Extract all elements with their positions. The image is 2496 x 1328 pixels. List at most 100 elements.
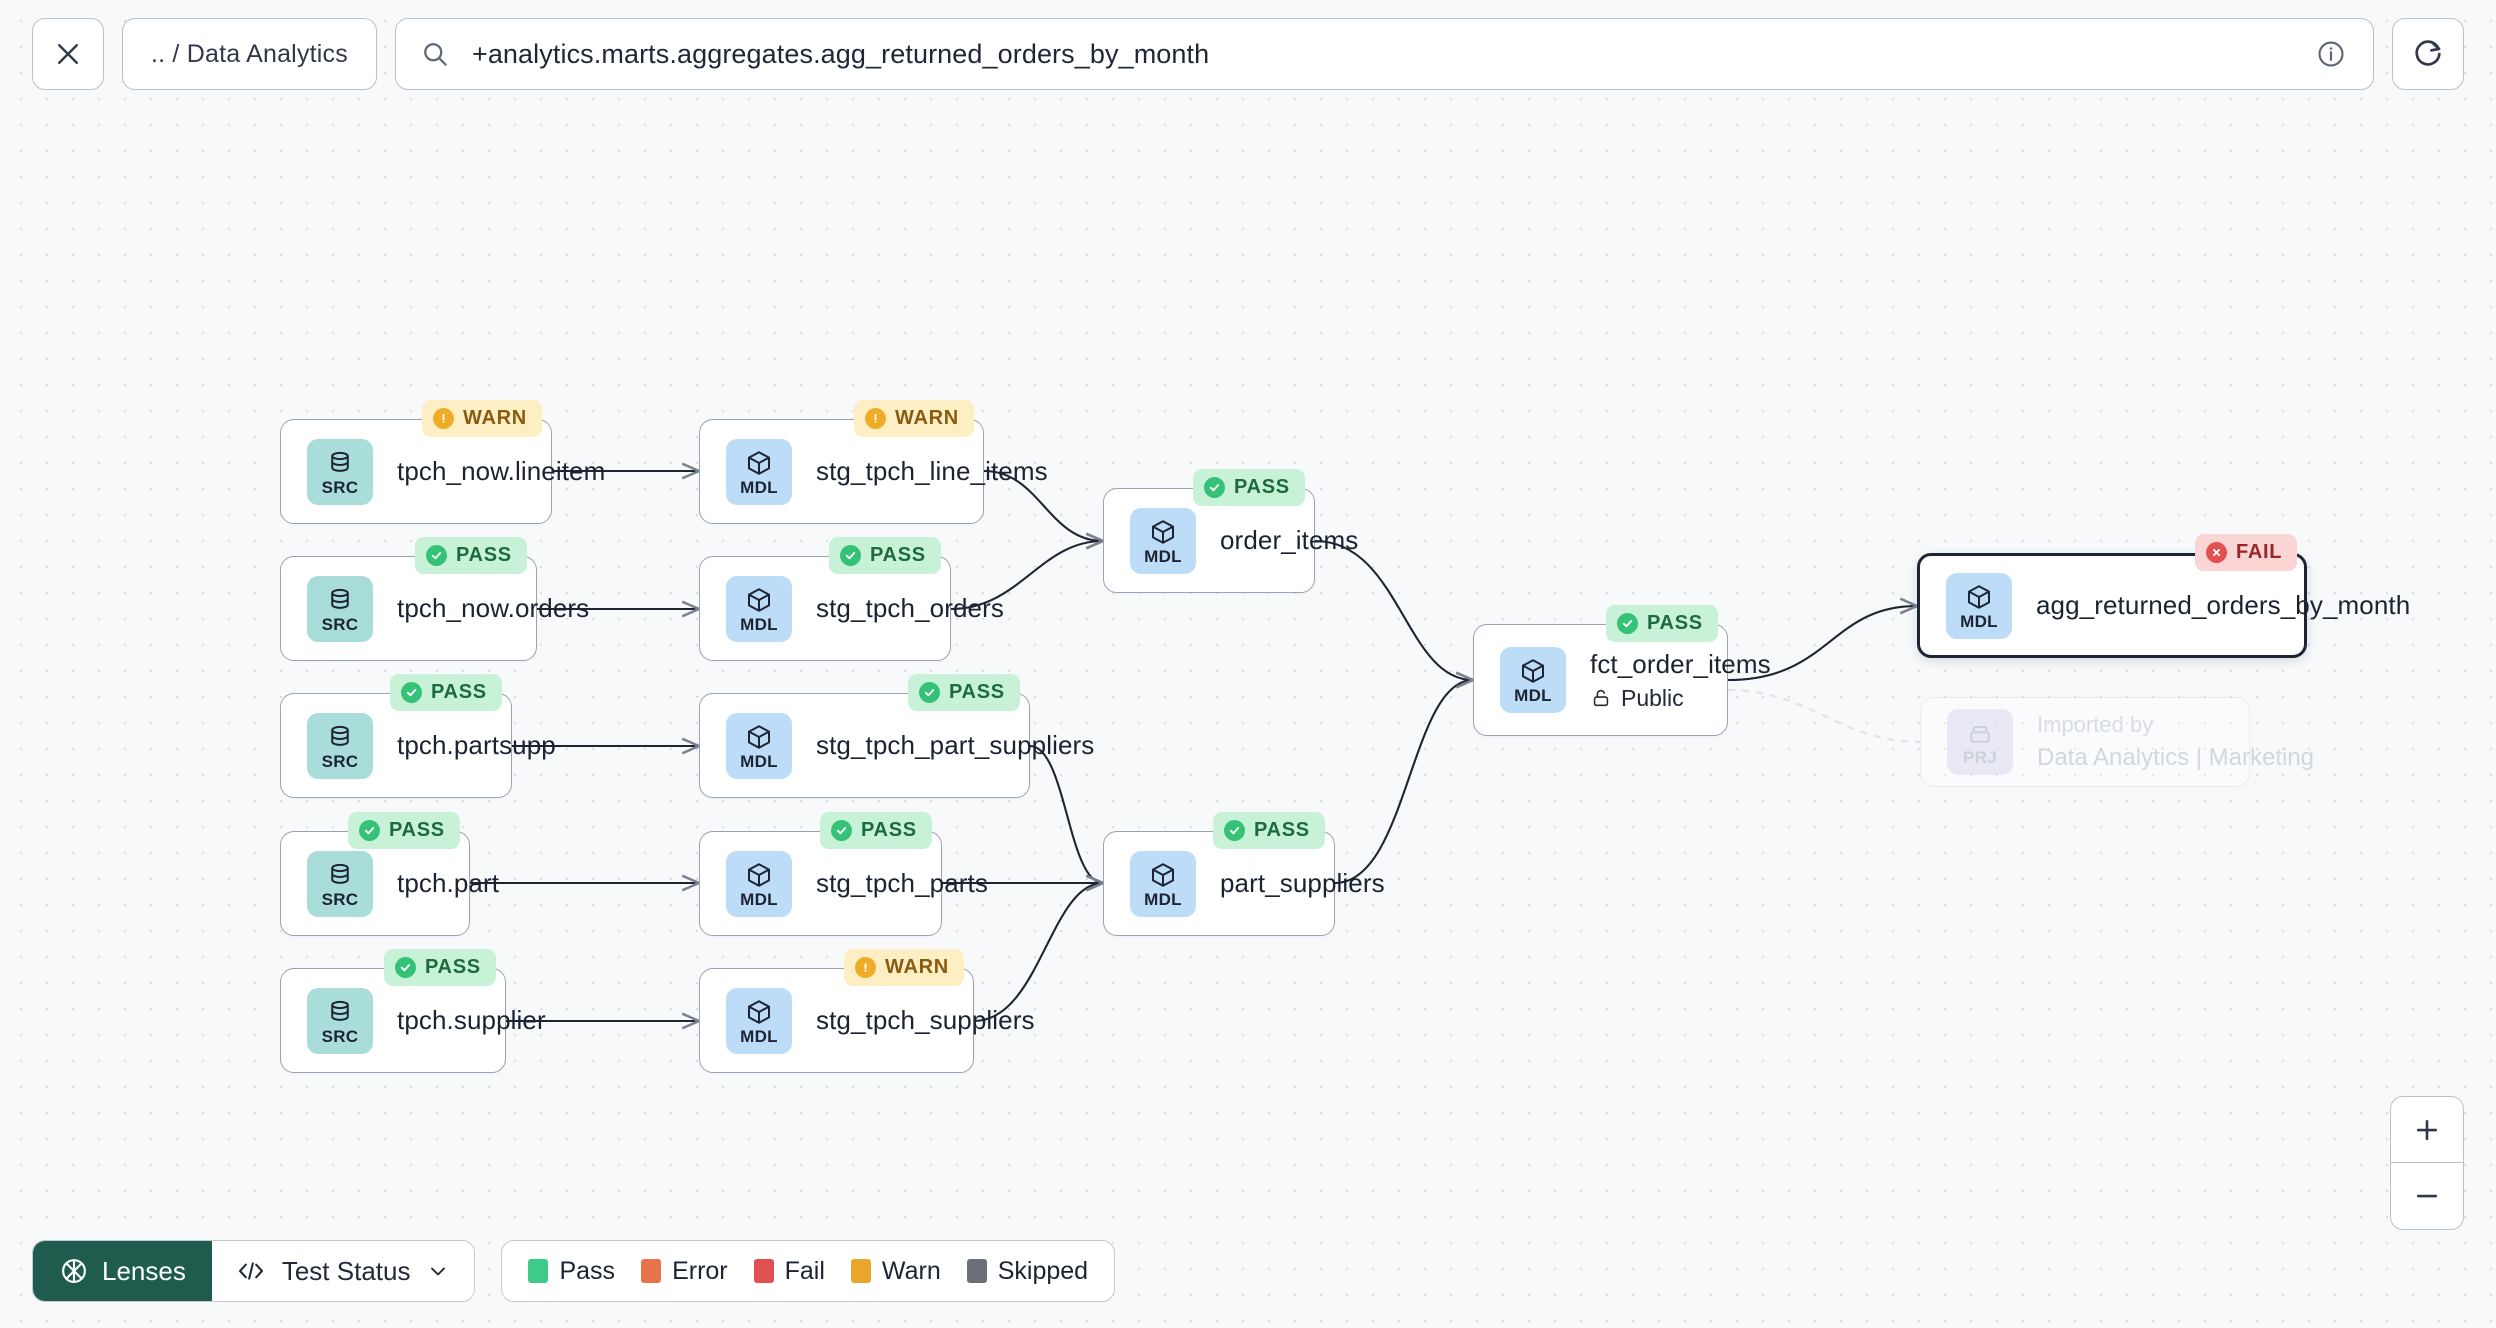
cube-icon	[748, 587, 770, 612]
test-status-label: Test Status	[281, 1255, 411, 1286]
status-label: PASS	[425, 956, 481, 978]
legend-item-warn[interactable]: Warn	[850, 1257, 941, 1286]
unlock-icon	[1593, 689, 1609, 707]
node-kind-badge-prj: PRJ	[1947, 709, 2013, 775]
breadcrumb[interactable]: .. / Data Analytics	[122, 18, 377, 90]
node-kind-badge-mdl: MDL	[1500, 647, 1566, 713]
legend-swatch-error	[641, 1259, 662, 1283]
zoom-in-button[interactable]	[2391, 1097, 2463, 1163]
zoom-out-button[interactable]	[2391, 1163, 2463, 1229]
legend-item-error[interactable]: Error	[641, 1257, 728, 1286]
refresh-icon	[2415, 40, 2441, 66]
legend-item-fail[interactable]: Fail	[753, 1257, 825, 1286]
status-badge-tpch_part[interactable]: PASS	[348, 812, 460, 849]
node-title: fct_order_items	[1590, 648, 1771, 679]
lens-aperture-icon	[62, 1259, 86, 1283]
cube-icon	[1152, 519, 1174, 544]
legend-item-skipped[interactable]: Skipped	[966, 1257, 1088, 1286]
legend-item-pass[interactable]: Pass	[528, 1257, 615, 1286]
status-badge-tpch_supplier[interactable]: PASS	[384, 949, 496, 986]
status-badge-stg_tpch_parts[interactable]: PASS	[820, 812, 932, 849]
node-kind-badge-src: SRC	[307, 712, 373, 779]
close-button[interactable]	[32, 18, 104, 90]
status-badge-stg_tpch_orders[interactable]: PASS	[829, 537, 941, 574]
status-dot	[433, 408, 454, 429]
status-label: PASS	[389, 819, 445, 841]
node-body: order_items	[1220, 525, 1359, 556]
refresh-button[interactable]	[2392, 18, 2464, 90]
status-dot	[1204, 477, 1225, 498]
node-body: tpch.part	[397, 868, 499, 899]
node-title: stg_tpch_part_suppliers	[816, 730, 1095, 760]
node-title: order_items	[1220, 525, 1359, 555]
info-icon[interactable]	[2315, 38, 2347, 70]
legend-swatch-skipped	[966, 1259, 987, 1283]
node-kind-label: SRC	[321, 614, 359, 634]
status-dot	[855, 957, 876, 978]
node-title: stg_tpch_suppliers	[816, 1005, 1035, 1035]
node-visibility-label: Public	[1621, 684, 1684, 711]
node-kind-label: MDL	[740, 477, 778, 497]
search-bar[interactable]	[394, 18, 2374, 90]
test-status-dropdown[interactable]: Test Status	[211, 1241, 475, 1301]
node-body: part_suppliers	[1220, 868, 1385, 899]
exclamation-icon	[864, 963, 867, 972]
node-kind-label: MDL	[740, 1026, 778, 1046]
plus-icon	[2416, 1119, 2438, 1140]
check-icon	[1229, 827, 1240, 835]
node-kind-badge-mdl: MDL	[1130, 850, 1196, 917]
node-title: tpch.supplier	[397, 1005, 546, 1035]
node-kind-label: PRJ	[1963, 748, 1997, 767]
search-input[interactable]	[471, 38, 2293, 70]
cube-icon	[748, 862, 770, 887]
status-dot	[426, 545, 447, 566]
node-kind-badge-mdl: MDL	[1130, 507, 1196, 574]
node-title: stg_tpch_line_items	[816, 456, 1048, 486]
node-kind-badge-mdl: MDL	[726, 850, 792, 917]
status-badge-stg_tpch_line_items[interactable]: WARN	[854, 400, 974, 437]
status-label: PASS	[456, 544, 512, 566]
status-badge-tpch_now_orders[interactable]: PASS	[415, 537, 527, 574]
status-label: PASS	[1234, 476, 1290, 498]
node-body: stg_tpch_suppliers	[816, 1005, 1035, 1036]
check-icon	[924, 689, 935, 697]
status-badge-tpch_partsupp[interactable]: PASS	[390, 674, 502, 711]
status-badge-fct_order_items[interactable]: PASS	[1606, 605, 1718, 642]
status-badge-stg_tpch_part_suppliers[interactable]: PASS	[908, 674, 1020, 711]
status-badge-tpch_now_lineitem[interactable]: WARN	[422, 400, 542, 437]
node-body: tpch.partsupp	[397, 730, 556, 761]
status-badge-part_suppliers[interactable]: PASS	[1213, 812, 1325, 849]
node-kind-badge-mdl: MDL	[726, 712, 792, 779]
status-legend: Pass Error Fail Warn Skipped	[501, 1240, 1116, 1302]
status-label: WARN	[885, 956, 949, 978]
close-icon	[58, 44, 78, 64]
check-icon	[845, 552, 856, 560]
node-kind-label: MDL	[1144, 889, 1182, 909]
graph-node-stg_tpch_orders[interactable]: MDL stg_tpch_orders	[699, 556, 1004, 661]
node-body: tpch_now.orders	[397, 593, 589, 624]
status-badge-agg_returned_orders_by_month[interactable]: FAIL	[2195, 534, 2298, 571]
node-body: tpch.supplier	[397, 1005, 546, 1036]
node-kind-badge-src: SRC	[307, 438, 373, 505]
legend-swatch-fail	[753, 1259, 774, 1283]
node-kind-label: MDL	[740, 614, 778, 634]
lenses-label: Lenses	[102, 1255, 186, 1286]
database-icon	[331, 451, 349, 472]
lenses-button[interactable]: Lenses	[33, 1241, 212, 1301]
status-label: PASS	[870, 544, 926, 566]
check-icon	[406, 689, 417, 697]
status-badge-stg_tpch_suppliers[interactable]: WARN	[844, 949, 964, 986]
node-kind-badge-src: SRC	[307, 987, 373, 1054]
status-badge-order_items[interactable]: PASS	[1193, 469, 1305, 506]
code-icon	[238, 1262, 263, 1280]
node-kind-label: SRC	[321, 751, 359, 771]
x-icon	[2212, 548, 2221, 557]
node-body: stg_tpch_orders	[816, 593, 1004, 624]
node-body: stg_tpch_part_suppliers	[816, 730, 1095, 761]
